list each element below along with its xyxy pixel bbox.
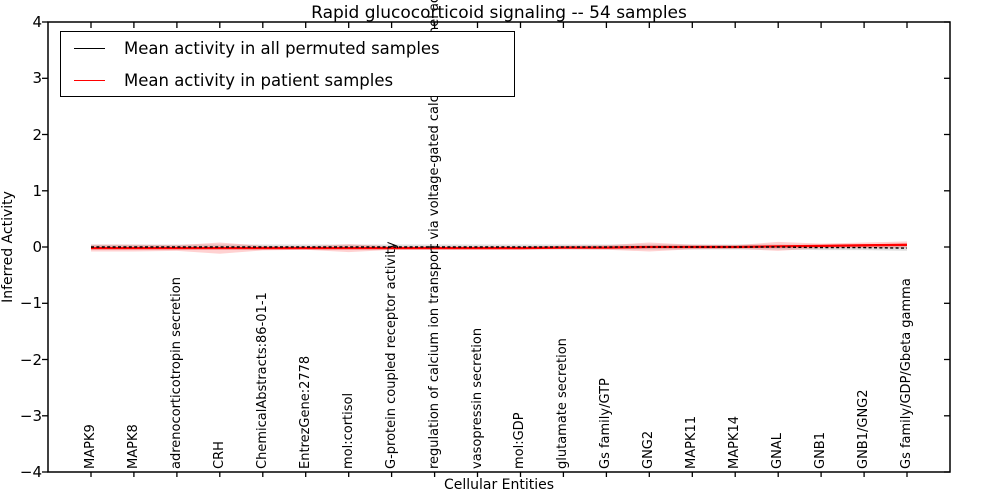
x-tick-label: GNG2 bbox=[641, 430, 657, 469]
mean-line-permuted bbox=[91, 246, 908, 249]
legend-patient-line-icon bbox=[74, 79, 105, 81]
y-tick-label: 3 bbox=[32, 69, 42, 88]
y-tick-label: 2 bbox=[32, 125, 42, 144]
x-tick-label: MAPK8 bbox=[125, 424, 141, 469]
x-tick-label: mol:cortisol bbox=[340, 392, 356, 469]
x-tick-label: ChemicalAbstracts:86-01-1 bbox=[254, 292, 270, 469]
y-tick-label: −2 bbox=[19, 350, 42, 369]
legend-item-patient: Mean activity in patient samples bbox=[74, 71, 514, 90]
x-tick-label: adrenocorticotropin secretion bbox=[168, 277, 184, 469]
y-tick-label: −1 bbox=[19, 294, 42, 313]
x-tick-label: EntrezGene:2778 bbox=[297, 355, 313, 469]
y-tick-label: 4 bbox=[32, 13, 42, 31]
x-tick-label: mol:GDP bbox=[512, 412, 528, 469]
x-tick-label: MAPK9 bbox=[82, 424, 98, 469]
x-tick-label: MAPK14 bbox=[727, 415, 743, 469]
mean-line-patient bbox=[91, 243, 908, 250]
y-tick-label: 0 bbox=[32, 238, 42, 256]
x-axis-label: Cellular Entities bbox=[443, 477, 555, 493]
x-tick-label: GNAL bbox=[770, 433, 786, 469]
axis-ticks bbox=[42, 21, 950, 477]
legend: Mean activity in all permuted samples Me… bbox=[60, 31, 515, 97]
legend-item-permuted: Mean activity in all permuted samples bbox=[74, 39, 514, 58]
x-tick-label: GNB1 bbox=[813, 432, 829, 469]
y-tick-label: −4 bbox=[19, 463, 42, 481]
x-tick-label: CRH bbox=[211, 441, 227, 469]
legend-label-patient: Mean activity in patient samples bbox=[124, 70, 394, 90]
legend-label-permuted: Mean activity in all permuted samples bbox=[124, 38, 440, 58]
legend-permuted-line-icon bbox=[74, 47, 105, 49]
y-tick-label: 1 bbox=[32, 181, 42, 200]
x-tick-label: glutamate secretion bbox=[555, 338, 571, 469]
y-tick-label: −3 bbox=[19, 406, 42, 425]
x-tick-label: vasopressin secretion bbox=[469, 327, 485, 469]
x-tick-label: Gs family/GDP/Gbeta gamma bbox=[899, 278, 915, 469]
x-tick-label: MAPK11 bbox=[684, 415, 700, 469]
x-tick-label: Gs family/GTP bbox=[598, 378, 614, 469]
x-tick-label: G-protein coupled receptor activity bbox=[383, 241, 399, 469]
chart-title: Rapid glucocorticoid signaling -- 54 sam… bbox=[311, 3, 687, 23]
x-tick-label: GNB1/GNG2 bbox=[856, 389, 872, 469]
